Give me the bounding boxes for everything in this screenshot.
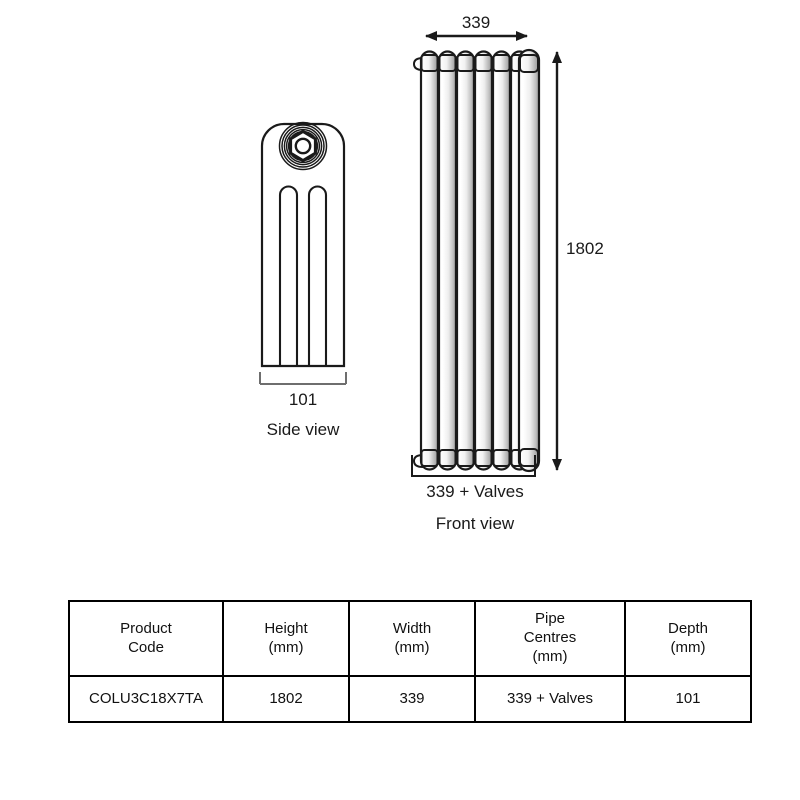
header-height: Height (mm): [222, 600, 350, 677]
header-line: Width: [392, 619, 432, 637]
header-line: (mm): [268, 638, 304, 656]
header-line: (mm): [394, 638, 430, 656]
cell-width: 339: [348, 675, 476, 723]
side-view-fin-slot-right: [307, 185, 328, 366]
front-view-width-value: 339: [462, 13, 490, 32]
front-view-columns: [419, 48, 541, 473]
header-line: Code: [128, 638, 164, 656]
header-line: Height: [264, 619, 308, 637]
front-view-group: 339: [411, 13, 604, 533]
radiator-column: [517, 48, 541, 473]
header-product-code: Product Code: [68, 600, 224, 677]
header-width: Width (mm): [348, 600, 476, 677]
front-view-width-dimension: 339: [425, 13, 528, 41]
side-view-body-outline: [260, 122, 346, 368]
table-row: COLU3C18X7TA 1802 339 339 + Valves 101: [68, 675, 752, 723]
radiator-column: [491, 50, 512, 471]
front-view-label: Front view: [436, 514, 515, 533]
cell-depth: 101: [624, 675, 752, 723]
cell-height: 1802: [222, 675, 350, 723]
header-line: (mm): [670, 638, 706, 656]
side-view-valve-boss: [278, 121, 328, 171]
header-line: Centres: [523, 629, 577, 647]
front-view-pipe-centres-dimension: 339 + Valves: [411, 455, 536, 501]
valve-bore-circle: [294, 137, 312, 155]
side-view-depth-value: 101: [289, 390, 317, 409]
header-line: Product: [120, 619, 172, 637]
front-view-height-dimension: 1802: [552, 51, 604, 471]
table-header-row: Product Code Height (mm) Width (mm) Pipe…: [68, 600, 752, 677]
side-view-group: 101 Side view: [259, 121, 347, 439]
header-line: Pipe: [534, 610, 566, 628]
front-view-pipe-centres-value: 339 + Valves: [426, 482, 524, 501]
side-view-fin-slot-left: [278, 185, 299, 366]
radiator-column: [419, 50, 440, 471]
radiator-column: [437, 50, 458, 471]
cell-pipe-centres: 339 + Valves: [474, 675, 626, 723]
header-depth: Depth (mm): [624, 600, 752, 677]
header-line: Depth: [667, 619, 709, 637]
header-pipe-centres: Pipe Centres (mm): [474, 600, 626, 677]
side-view-depth-dimension: 101: [259, 372, 347, 409]
cell-product-code: COLU3C18X7TA: [68, 675, 224, 723]
header-line: (mm): [532, 647, 568, 665]
front-view-height-value: 1802: [566, 239, 604, 258]
side-view-label: Side view: [267, 420, 340, 439]
radiator-column: [455, 50, 476, 471]
specification-table: Product Code Height (mm) Width (mm) Pipe…: [68, 600, 752, 723]
radiator-column: [473, 50, 494, 471]
